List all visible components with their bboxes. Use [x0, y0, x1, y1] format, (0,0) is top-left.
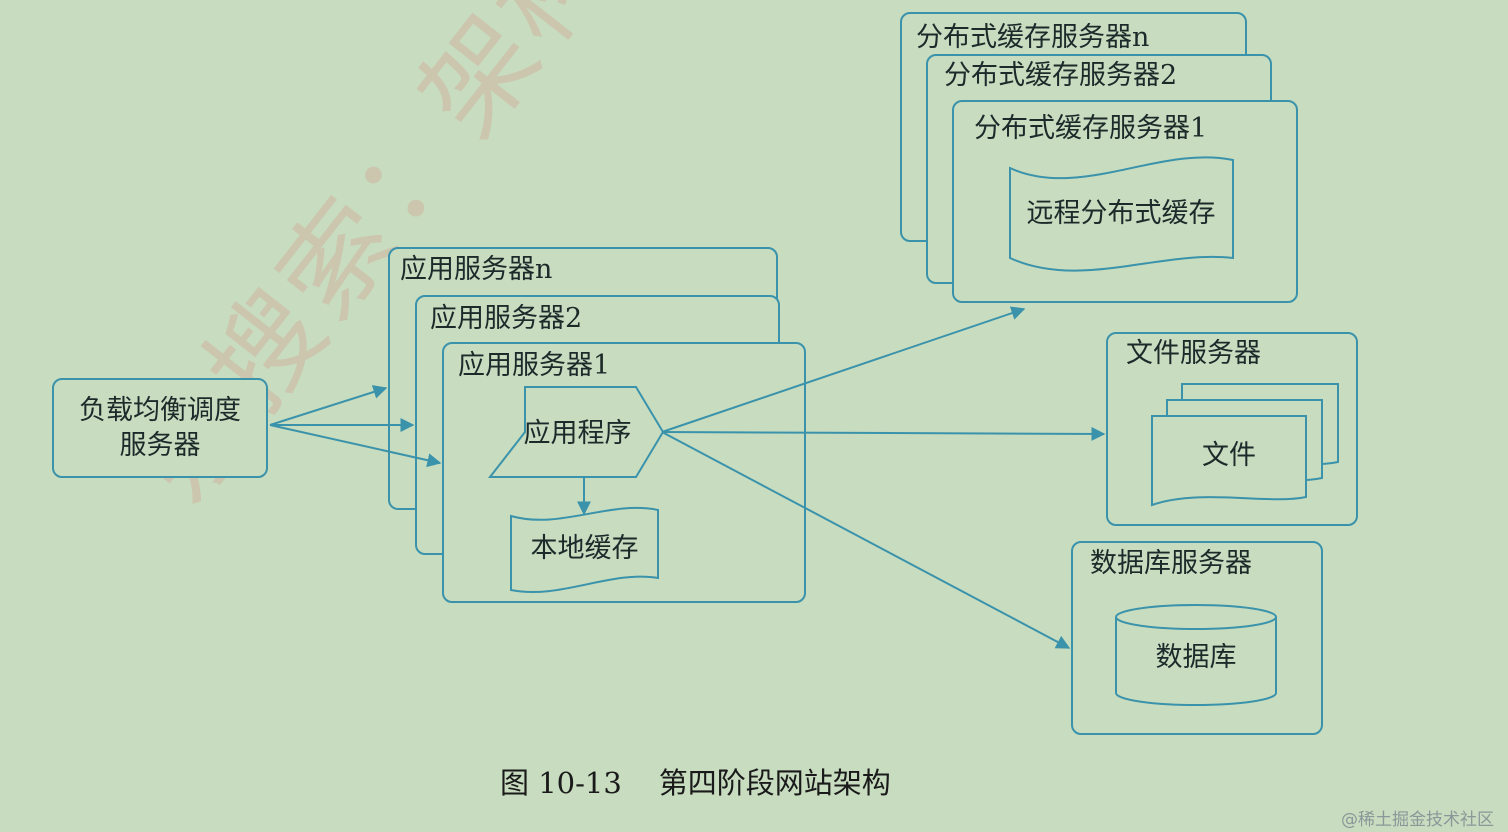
database-cylinder-top [1115, 604, 1277, 630]
local-cache-shape [510, 506, 659, 594]
app-program-label: 应用程序 [523, 418, 632, 449]
load-balancer-box [52, 378, 268, 478]
local-cache-label: 本地缓存 [530, 533, 639, 564]
cache-server-n-label: 分布式缓存服务器n [916, 22, 1150, 53]
credit-text: @稀土掘金技术社区 [1341, 810, 1494, 830]
app-server-2-label: 应用服务器2 [430, 303, 583, 334]
file-label: 文件 [1202, 440, 1256, 471]
file-doc-front [1151, 415, 1307, 507]
load-balancer-label-2: 服务器 [119, 430, 201, 461]
cache-server-1-label: 分布式缓存服务器1 [974, 113, 1208, 144]
remote-cache-label: 远程分布式缓存 [1026, 198, 1216, 229]
cache-server-2-label: 分布式缓存服务器2 [944, 60, 1178, 91]
load-balancer-label-1: 负载均衡调度 [79, 395, 241, 426]
database-cylinder-body [1115, 617, 1277, 706]
app-server-n-label: 应用服务器n [400, 254, 553, 285]
app-server-1-label: 应用服务器1 [458, 350, 611, 381]
file-server-label: 文件服务器 [1126, 338, 1261, 369]
figure-caption: 图 10-13 第四阶段网站架构 [500, 766, 891, 800]
db-server-label: 数据库服务器 [1090, 548, 1252, 579]
remote-cache-shape [1009, 156, 1234, 272]
app-program-shape [487, 386, 665, 478]
database-label: 数据库 [1155, 642, 1237, 673]
